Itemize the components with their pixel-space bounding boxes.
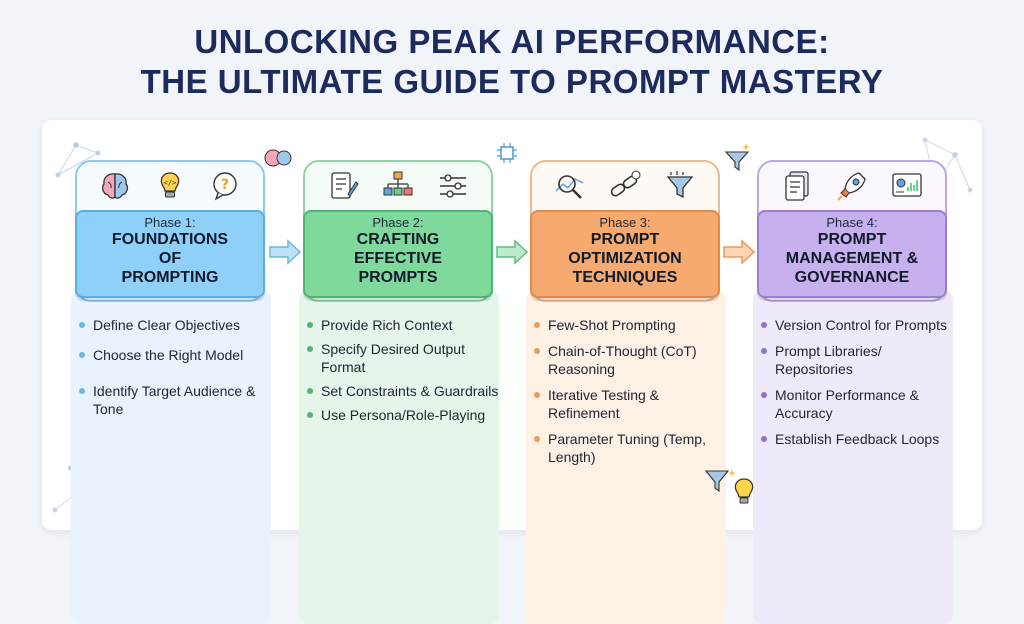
phase-3-header: Phase 3: PROMPT OPTIMIZATION TECHNIQUES [530, 210, 720, 298]
phase-1-header: Phase 1: FOUNDATIONS OF PROMPTING [75, 210, 265, 298]
arrow-right-icon [723, 239, 756, 265]
svg-text:?: ? [221, 177, 229, 193]
phase-2-name: CRAFTING EFFECTIVE PROMPTS [353, 231, 442, 286]
phase-4-header: Phase 4: PROMPT MANAGEMENT & GOVERNANCE [757, 210, 947, 298]
list-item: Prompt Libraries/ Repositories [761, 342, 957, 378]
arrow-right-icon [496, 239, 529, 265]
title-line-1: UNLOCKING PEAK AI PERFORMANCE: [194, 23, 830, 60]
phase-4-icons [757, 166, 947, 206]
phase-1-panel [71, 290, 271, 624]
list-item: Define Clear Objectives [79, 316, 275, 334]
phase-2-icons [303, 166, 493, 206]
phase-4-name: PROMPT MANAGEMENT & GOVERNANCE [785, 231, 919, 286]
sliders-icon [440, 174, 467, 198]
phase-3-panel [526, 290, 726, 624]
list-item: Use Persona/Role-Playing [307, 406, 503, 424]
title-line-2: THE ULTIMATE GUIDE TO PROMPT MASTERY [140, 63, 884, 100]
phase-3-bullets: Few-Shot Prompting Chain-of-Thought (CoT… [534, 316, 730, 478]
list-item: Monitor Performance & Accuracy [761, 386, 957, 422]
list-item: Version Control for Prompts [761, 316, 957, 334]
funnel-icon [666, 171, 694, 199]
list-item: Set Constraints & Guardrails [307, 382, 503, 400]
document-stack-icon [785, 171, 809, 201]
page-title: UNLOCKING PEAK AI PERFORMANCE: THE ULTIM… [0, 22, 1024, 102]
question-bubble-icon: ? [213, 172, 238, 201]
list-item: Establish Feedback Loops [761, 430, 957, 448]
network-decoration-icon [55, 142, 101, 178]
svg-text:</>: </> [164, 179, 177, 187]
phase-1-name: FOUNDATIONS OF PROMPTING [111, 231, 229, 286]
phase-3-name: PROMPT OPTIMIZATION TECHNIQUES [568, 231, 682, 286]
list-item: Parameter Tuning (Temp, Length) [534, 430, 730, 466]
rocket-icon [837, 172, 866, 201]
phase-1-bullets: Define Clear Objectives Choose the Right… [79, 316, 275, 430]
phase-1-icons: </> ? [75, 166, 265, 206]
list-item: Few-Shot Prompting [534, 316, 730, 334]
list-item: Provide Rich Context [307, 316, 503, 334]
phase-4-label: Phase 4: [826, 215, 878, 230]
document-pen-icon [331, 172, 359, 199]
phase-4-panel [753, 290, 953, 624]
list-item: Chain-of-Thought (CoT) Reasoning [534, 342, 730, 378]
funnel-lightbulb-icon [704, 469, 754, 504]
list-item: Iterative Testing & Refinement [534, 386, 730, 422]
arrow-right-icon [269, 239, 302, 265]
phase-2-header: Phase 2: CRAFTING EFFECTIVE PROMPTS [303, 210, 493, 298]
lightbulb-code-icon: </> [160, 172, 180, 198]
phase-2-panel [299, 290, 499, 624]
phase-1-label: Phase 1: [144, 215, 196, 230]
magnifier-chart-icon [555, 175, 583, 199]
brain-gear-icon [264, 149, 292, 167]
dashboard-icon [892, 173, 922, 197]
list-item: Identify Target Audience & Tone [79, 382, 275, 418]
list-item: Choose the Right Model [79, 346, 275, 364]
phase-3-icons [530, 166, 720, 206]
list-item: Specify Desired Output Format [307, 340, 503, 376]
phase-2-bullets: Provide Rich Context Specify Desired Out… [307, 316, 503, 436]
chip-icon [497, 143, 517, 163]
phase-4-bullets: Version Control for Prompts Prompt Libra… [761, 316, 957, 460]
brain-icon [101, 173, 128, 199]
hierarchy-icon [383, 171, 413, 196]
phase-2-label: Phase 2: [372, 215, 424, 230]
phase-3-label: Phase 3: [599, 215, 651, 230]
chain-icon [610, 170, 641, 197]
funnel-sparkle-icon [724, 143, 750, 172]
